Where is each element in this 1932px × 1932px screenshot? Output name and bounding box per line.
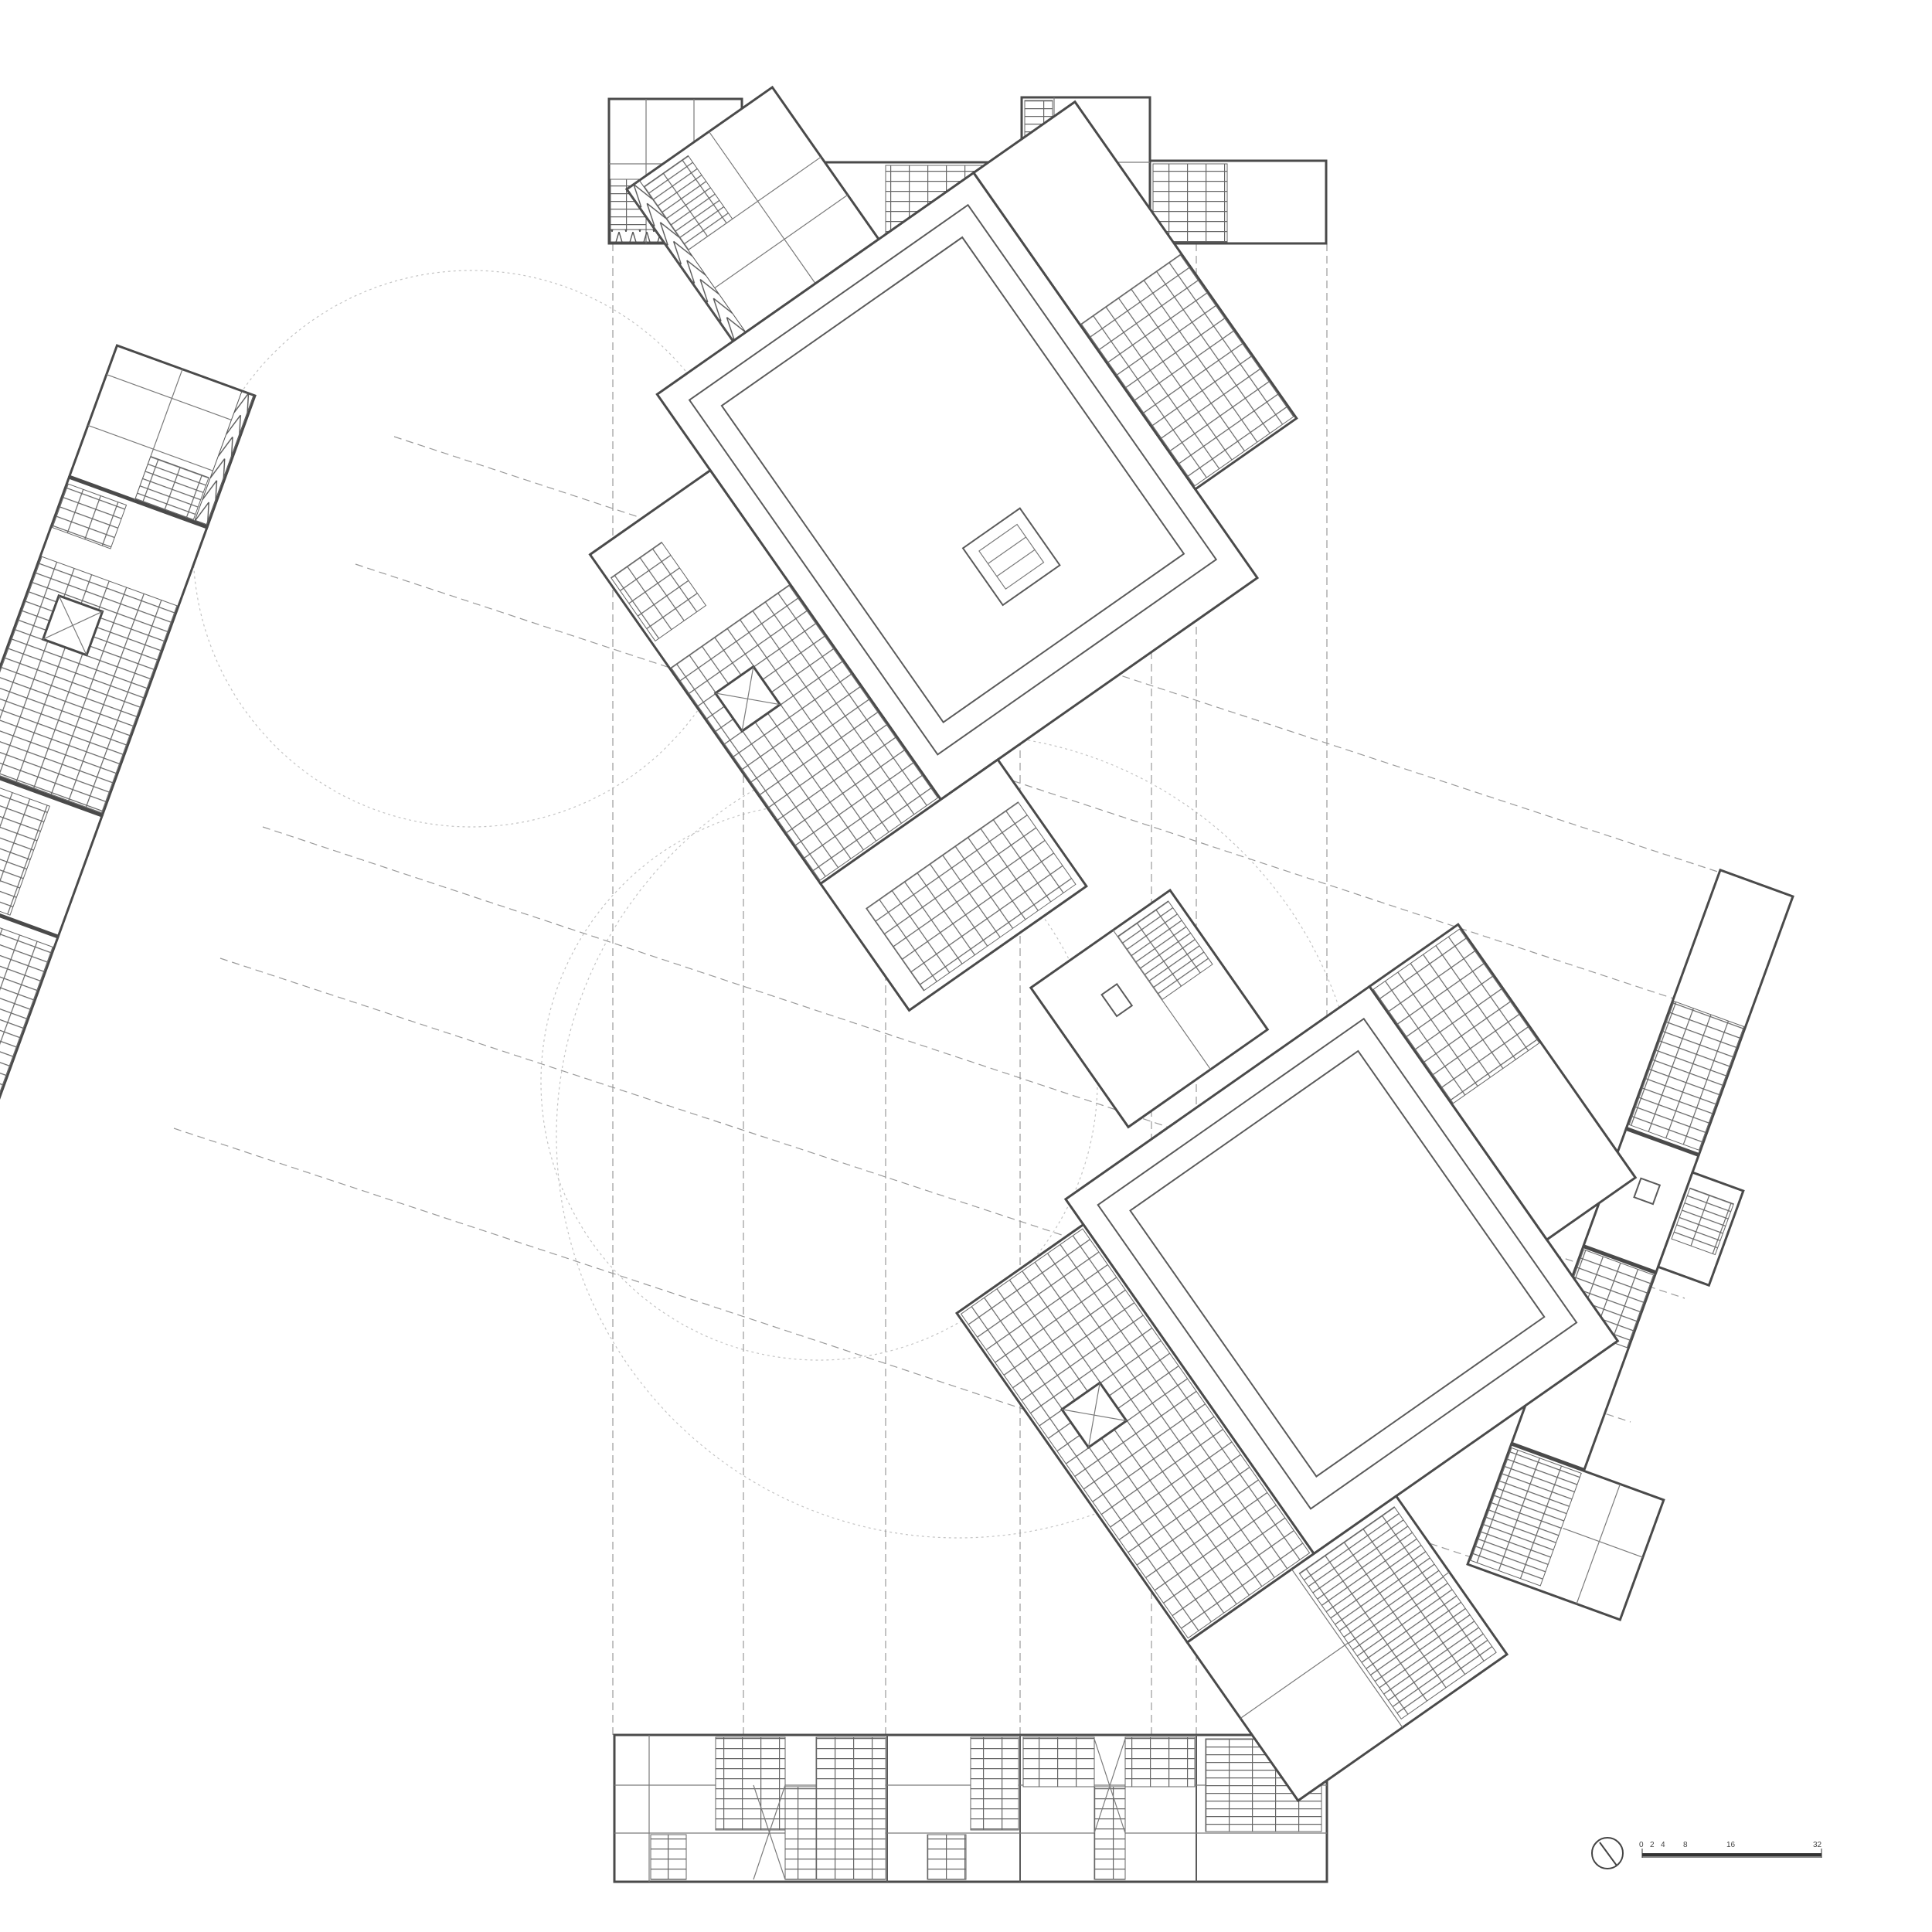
scale-bar: 0 2 4 8 16 32 [1639,1841,1822,1858]
right-rotated-elevation [1466,868,1794,1621]
scale-tick-0: 0 [1639,1841,1644,1849]
scale-tick-8: 8 [1683,1841,1688,1849]
upper-rotated-plan [588,85,1298,1012]
scale-tick-2: 2 [1650,1841,1655,1849]
lower-rotated-plan [954,888,1638,1803]
scale-tick-4: 4 [1661,1841,1665,1849]
left-rotated-elevation [0,344,257,1132]
north-arrow-icon [1591,1837,1624,1869]
bottom-elevation-strip [613,1733,1328,1883]
scale-tick-32: 32 [1813,1841,1822,1849]
scale-tick-16: 16 [1726,1841,1736,1849]
